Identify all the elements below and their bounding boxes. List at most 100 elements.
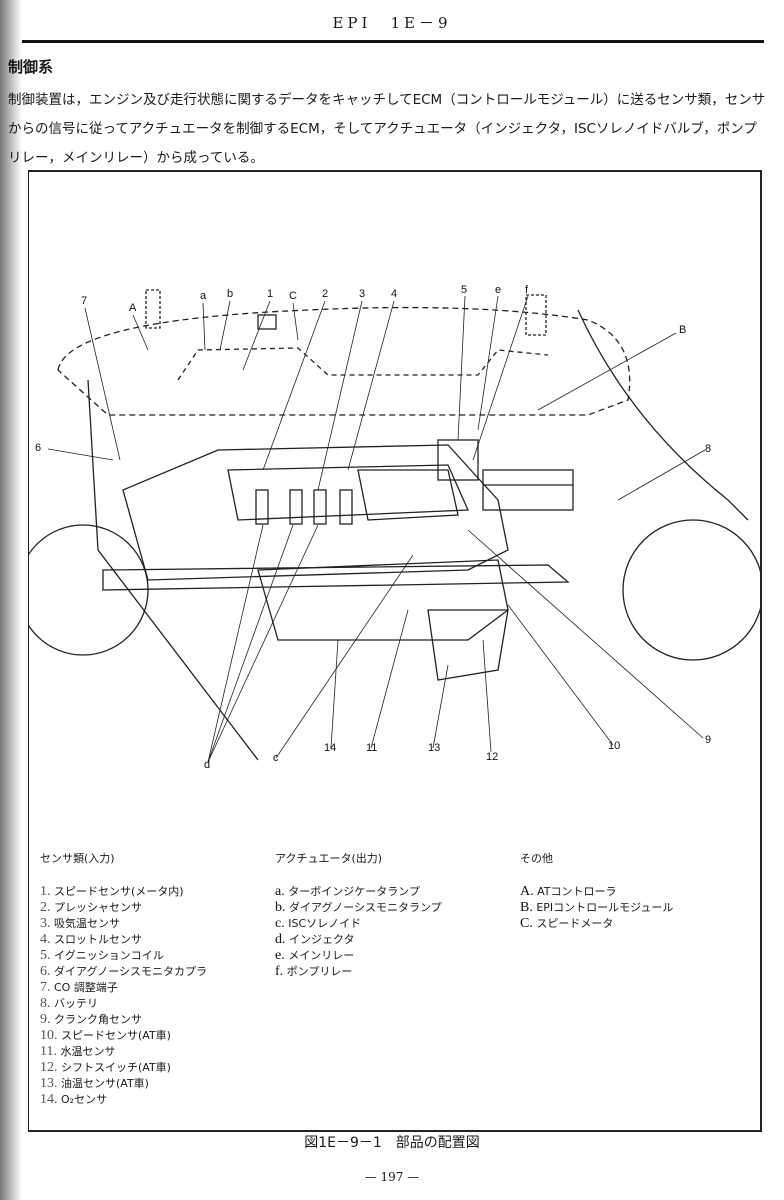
callout-11: 11 [366,742,377,754]
legend-item: 14. O₂センサ [40,1092,207,1108]
legend-item-key: A. [520,884,534,899]
legend-item-label: ターボインジケータランプ [288,885,420,898]
legend-item: 5. イグニッションコイル [40,948,207,964]
legend-item-label: スロットルセンサ [54,933,142,946]
callout-1: 1 [267,288,273,300]
front-left-wheel [28,524,149,656]
legend-item-key: 8. [40,996,51,1011]
callout-3: 3 [359,288,365,300]
legend-item: 11. 水温センサ [40,1044,207,1060]
legend-item-key: 5. [40,948,51,963]
callout-b: b [227,288,233,300]
legend-item: 1. スピードセンサ(メータ内) [40,884,207,900]
legend-item-label: イグニッションコイル [54,949,164,962]
legend-item: c. ISCソレノイド [275,916,442,932]
legend-item-label: ISCソレノイド [288,917,362,930]
legend-item-key: 4. [40,932,51,947]
callout-12: 12 [486,751,498,763]
figure-frame [28,170,762,1132]
legend-item: a. ターボインジケータランプ [275,884,442,900]
page-header: EPI 1E－9 [332,14,452,32]
legend-item-label: CO 調整端子 [54,981,118,994]
legend-item: f. ポンプリレー [275,964,442,980]
callout-d: d [204,759,210,771]
legend-item: e. メインリレー [275,948,442,964]
legend-heading: その他 [520,852,553,865]
legend-item: A. ATコントローラ [520,884,673,900]
legend-item: 10. スピードセンサ(AT車) [40,1028,207,1044]
legend-item-key: 9. [40,1012,51,1027]
callout-13: 13 [428,742,440,754]
legend-item-label: ダイアグノーシスモニタカプラ [54,965,208,978]
legend-item-label: インジェクタ [289,933,355,946]
callout-f: f [525,284,529,296]
engine-block [122,444,509,581]
legend-item: d. インジェクタ [275,932,442,948]
legend-item-label: バッテリ [54,997,98,1010]
callout-e: e [495,284,501,296]
callout-14: 14 [324,742,336,754]
legend-item-label: スピードセンサ(AT車) [61,1029,171,1042]
dashboard-outline [57,306,631,416]
callout-labels: 7 A a b 1 C 2 3 4 5 e f B 6 8 9 10 12 13… [35,284,711,771]
book-spine-shadow [0,0,22,1200]
engine-layout-diagram: 7 A a b 1 C 2 3 4 5 e f B 6 8 9 10 12 13… [28,284,762,771]
legend-item-key: 7. [40,980,51,995]
callout-2: 2 [322,288,328,300]
legend-item: B. EPIコントロールモジュール [520,900,673,916]
legend-item: 9. クランク角センサ [40,1012,207,1028]
legend-item-label: 水温センサ [60,1045,116,1058]
legend-item-key: f. [275,964,284,979]
legend-item-key: C. [520,916,533,931]
legend-item-label: シフトスイッチ(AT車) [61,1061,171,1074]
section-title: 制御系 [8,58,54,76]
legend-item-key: 3. [40,916,51,931]
legend-item: 4. スロットルセンサ [40,932,207,948]
legend-item-label: ポンプリレー [286,965,353,978]
legend-item-key: 13. [40,1076,58,1091]
legend-item-key: a. [275,884,285,899]
figure-caption: 図1E－9－1 部品の配置図 [304,1135,480,1151]
legend-item-key: 14. [40,1092,58,1107]
legend-item-label: スピードメータ [536,917,614,930]
legend-item-key: 2. [40,900,51,915]
legend-item-key: 1. [40,884,51,899]
legend-item-label: プレッシャセンサ [54,901,142,914]
legend-item-key: b. [275,900,286,915]
legend-item-key: 6. [40,964,51,979]
legend-item-label: EPIコントロールモジュール [536,901,674,914]
legend-item: 12. シフトスイッチ(AT車) [40,1060,207,1076]
legend-item-label: ダイアグノーシスモニタランプ [289,901,442,914]
legend-item: 8. バッテリ [40,996,207,1012]
callout-c: c [273,752,279,764]
legend-item-key: B. [520,900,533,915]
callout-B: B [679,324,686,336]
legend-item-key: 10. [40,1028,58,1043]
legend-item-key: 11. [40,1044,57,1059]
callout-9: 9 [705,734,711,746]
page-number: — 197 — [364,1170,420,1184]
legend-item-label: クランク角センサ [54,1013,142,1026]
legend-item-key: e. [275,948,285,963]
legend-item-label: O₂センサ [61,1093,108,1106]
callout-10: 10 [608,740,620,752]
callout-5: 5 [461,284,467,296]
legend-item-label: 油温センサ(AT車) [61,1077,149,1090]
legend-heading: アクチュエータ(出力) [275,852,383,865]
legend-item-label: スピードセンサ(メータ内) [54,885,184,898]
transmission [257,559,509,641]
front-right-wheel [622,519,762,661]
legend-item: C. スピードメータ [520,916,673,932]
legend-item: 13. 油温センサ(AT車) [40,1076,207,1092]
legend-item-key: d. [275,932,286,947]
legend-item: 3. 吸気温センサ [40,916,207,932]
legend-item: 6. ダイアグノーシスモニタカプラ [40,964,207,980]
callout-A: A [129,302,137,314]
callout-4: 4 [391,288,397,300]
header-rule [22,40,764,43]
epi-control-module [525,294,547,336]
legend-item-key: 12. [40,1060,58,1075]
battery [482,469,574,511]
callout-7: 7 [81,295,87,307]
